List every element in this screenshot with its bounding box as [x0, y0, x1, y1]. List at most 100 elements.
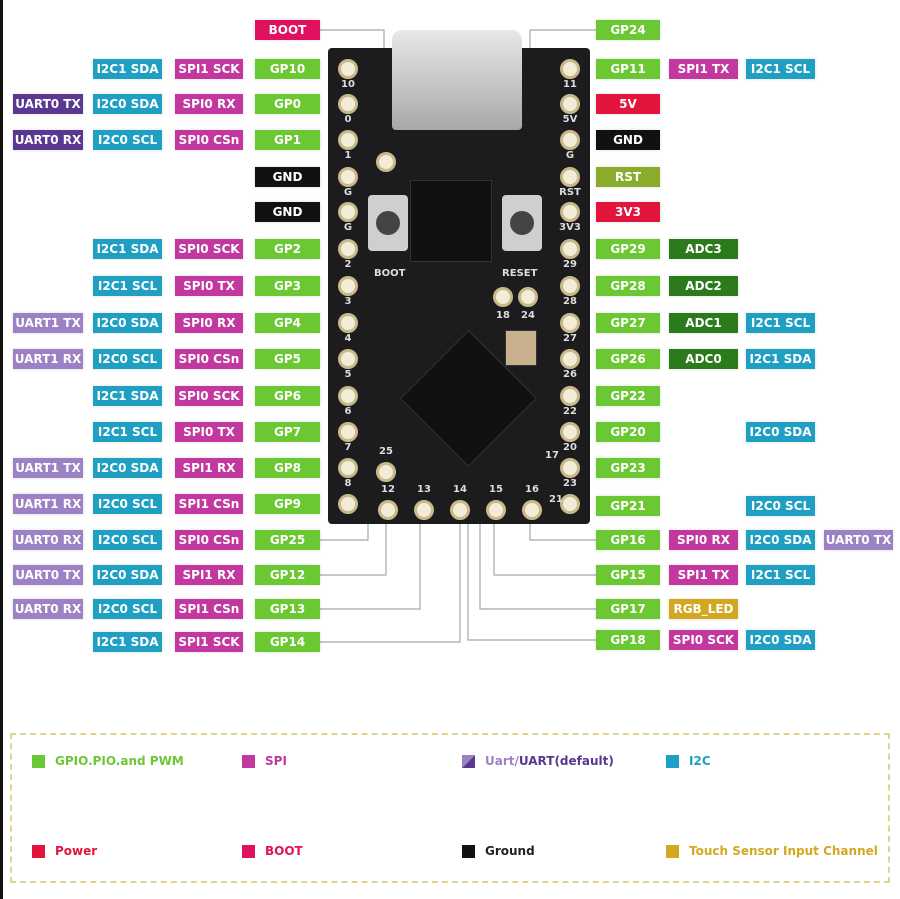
pin-number: 14 — [453, 484, 467, 495]
legend-swatch — [666, 754, 679, 768]
right-header-pin — [560, 239, 580, 259]
left-header-pin — [338, 94, 358, 114]
pin-number: 8 — [344, 478, 352, 489]
pin-number: 1 — [344, 150, 352, 161]
pin-number: 16 — [525, 484, 539, 495]
left-pin-label-uart_default: UART0 RX — [13, 130, 83, 150]
legend-swatch — [32, 844, 45, 858]
right-pin-label-gpio: GP20 — [596, 422, 660, 442]
pin-number: 5 — [344, 369, 352, 380]
right-pin-label-spi: SPI1 TX — [669, 565, 738, 585]
left-pin-label-spi: SPI0 SCK — [175, 239, 243, 259]
left-pin-label-spi: SPI0 SCK — [175, 386, 243, 406]
left-header-pin — [338, 386, 358, 406]
left-pin-label-gpio: GP4 — [255, 313, 320, 333]
left-pin-label-uart: UART0 RX — [13, 530, 83, 550]
left-pin-label-gpio: GP1 — [255, 130, 320, 150]
left-pin-label-spi: SPI0 TX — [175, 276, 243, 296]
legend-swatch — [666, 844, 679, 858]
left-pin-label-i2c: I2C1 SCL — [93, 276, 162, 296]
right-pin-label-gpio: GP27 — [596, 313, 660, 333]
gp18-pad — [493, 287, 513, 307]
reset-silk: RESET — [502, 268, 538, 279]
pin-number: 21 — [549, 494, 563, 505]
pin-number: 7 — [344, 442, 352, 453]
right-pin-label-i2c: I2C1 SCL — [746, 59, 815, 79]
right-header-pin — [560, 458, 580, 478]
left-pin-label-spi: SPI0 CSn — [175, 130, 243, 150]
left-pin-label-uart: UART1 TX — [13, 313, 83, 333]
right-pin-label-i2c: I2C1 SDA — [746, 349, 815, 369]
boot-button — [368, 195, 408, 251]
boot-pad — [376, 152, 396, 172]
legend-swatch — [242, 844, 255, 858]
right-pin-label-gpio: GP29 — [596, 239, 660, 259]
pin-number: 4 — [344, 333, 352, 344]
gp12-leader — [320, 512, 387, 576]
pin-number: 0 — [344, 114, 352, 125]
pin-number: 11 — [563, 79, 577, 90]
pin-number: 17 — [545, 450, 559, 461]
left-pin-label-uart: UART1 RX — [13, 349, 83, 369]
right-pin-label-i2c: I2C0 SDA — [746, 630, 815, 650]
left-pin-label-i2c: I2C1 SDA — [93, 632, 162, 652]
left-pin-label-i2c: I2C0 SCL — [93, 130, 162, 150]
right-pin-label-gpio: GP21 — [596, 496, 660, 516]
right-pin-label-touch: RGB_LED — [669, 599, 738, 619]
legend-item-power: Power — [32, 844, 97, 858]
left-pin-label-uart: UART0 RX — [13, 599, 83, 619]
legend-label: SPI — [265, 754, 287, 768]
right-pin-label-i2c: I2C0 SDA — [746, 422, 815, 442]
left-header-pin — [338, 276, 358, 296]
right-pin-label-ground: GND — [596, 130, 660, 150]
bottom-header-pin — [378, 500, 398, 520]
legend-label: Power — [55, 844, 98, 858]
legend-item-gpio: GPIO.PIO.and PWM — [32, 754, 184, 768]
left-header-pin — [338, 313, 358, 333]
left-pin-label-spi: SPI0 RX — [175, 313, 243, 333]
left-pin-label-i2c: I2C0 SCL — [93, 349, 162, 369]
right-header-pin — [560, 422, 580, 442]
legend-item-touch: Touch Sensor Input Channel — [666, 844, 878, 858]
legend-label: BOOT — [265, 844, 303, 858]
left-header-pin — [338, 59, 358, 79]
left-pin-label-i2c: I2C0 SCL — [93, 494, 162, 514]
gp15-leader — [493, 512, 596, 576]
legend-item-uart: Uart/UART(default) — [462, 754, 614, 768]
left-pin-label-i2c: I2C1 SDA — [93, 59, 162, 79]
pin-number: 15 — [489, 484, 503, 495]
bottom-header-pin — [414, 500, 434, 520]
right-header-pin — [560, 202, 580, 222]
left-pin-label-i2c: I2C1 SDA — [93, 239, 162, 259]
right-header-pin — [560, 313, 580, 333]
legend-item-boot: BOOT — [242, 844, 303, 858]
right-pin-label-gpio: GP28 — [596, 276, 660, 296]
gp13-leader — [320, 512, 421, 610]
left-pin-label-i2c: I2C0 SDA — [93, 313, 162, 333]
left-pin-label-i2c: I2C0 SDA — [93, 565, 162, 585]
pin-number: 23 — [563, 478, 577, 489]
left-pin-label-gpio: GP25 — [255, 530, 320, 550]
flash-chip — [410, 180, 492, 262]
pin-number: 10 — [341, 79, 355, 90]
left-pin-label-gpio: GP8 — [255, 458, 320, 478]
crystal — [505, 330, 537, 366]
legend — [10, 733, 890, 883]
right-pin-label-spi: SPI1 TX — [669, 59, 738, 79]
pin-number: 27 — [563, 333, 577, 344]
left-header-pin — [338, 422, 358, 442]
pin-number: 2 — [344, 259, 352, 270]
left-pin-label-spi: SPI0 TX — [175, 422, 243, 442]
right-pin-label-gpio: GP26 — [596, 349, 660, 369]
legend-item-i2c: I2C — [666, 754, 711, 768]
right-pin-label-gpio: GP17 — [596, 599, 660, 619]
left-pin-label-gpio: GP10 — [255, 59, 320, 79]
left-pin-label-ground: GND — [255, 167, 320, 187]
right-pin-label-spi: SPI0 SCK — [669, 630, 738, 650]
right-pin-label-adc: ADC1 — [669, 313, 738, 333]
left-pin-label-gpio: GP9 — [255, 494, 320, 514]
left-pin-label-gpio: GP7 — [255, 422, 320, 442]
pin-number: 18 — [496, 310, 510, 321]
left-pin-label-uart: UART1 TX — [13, 458, 83, 478]
left-pin-label-spi: SPI0 CSn — [175, 349, 243, 369]
